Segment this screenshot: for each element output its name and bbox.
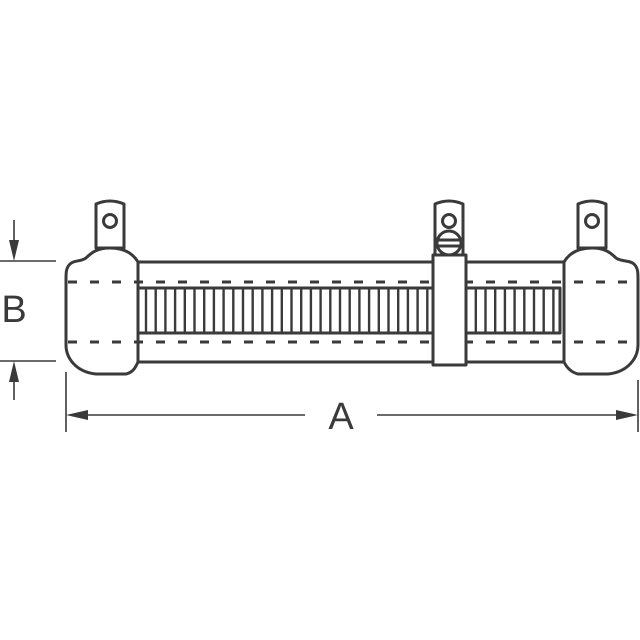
adjustable-tap-band[interactable] [431, 199, 468, 367]
terminal-hole-icon [441, 213, 457, 229]
arrow-up-icon [9, 361, 19, 382]
dimension-a: A [65, 372, 639, 438]
right-terminal-tab [576, 199, 608, 250]
dimension-a-label: A [328, 396, 354, 438]
clamp-screw-icon [435, 229, 463, 257]
dimension-b-label: B [1, 289, 26, 331]
arrow-left-icon [66, 410, 88, 420]
terminal-hole-icon [102, 213, 118, 229]
arrow-down-icon [9, 240, 19, 261]
left-end-cap [64, 246, 140, 376]
left-terminal-tab [94, 199, 126, 250]
dimension-b: B [0, 220, 56, 400]
right-end-cap [562, 246, 640, 376]
arrow-right-icon [616, 410, 638, 420]
terminal-hole-icon [584, 213, 600, 229]
tap-clamp [431, 253, 468, 367]
winding-turns [144, 289, 555, 332]
